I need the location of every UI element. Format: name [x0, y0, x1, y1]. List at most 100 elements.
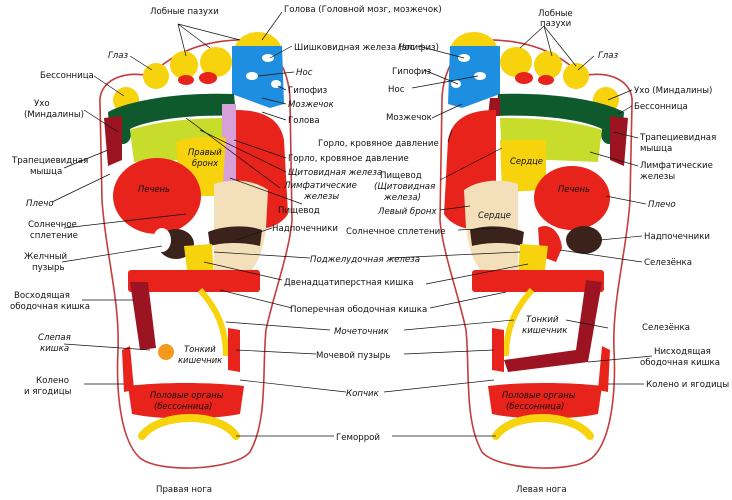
label-frontal-sinus-2b: пазухи — [540, 19, 571, 29]
label-esophagus-2c: железа) — [383, 193, 421, 203]
left-stomach-zone — [534, 166, 610, 230]
label-duodenum-1: Двенадцатиперстная кишка — [284, 278, 414, 288]
label-descending-2: Нисходящая — [654, 347, 711, 357]
left-ear-zone — [496, 93, 624, 140]
inner-heart: Сердце — [510, 156, 543, 166]
label-solar-2: Солнечное сплетение — [346, 227, 446, 237]
label-insomnia-1: Бессонница — [40, 71, 94, 81]
left-toe-4 — [563, 63, 589, 89]
label-pancreas-1: Поджелудочная железа — [310, 255, 420, 265]
left-knee-zone — [598, 346, 610, 392]
label-lymph-1: Лимфатические — [283, 181, 357, 191]
label-ascending-1: Восходящая — [14, 291, 70, 301]
label-descending-2b: ободочная кишка — [640, 358, 720, 368]
leader-lines — [51, 11, 653, 437]
label-cecum-1: Слепая — [38, 333, 71, 343]
right-ear-zone — [108, 93, 236, 140]
left-adrenal — [566, 226, 602, 254]
label-trapezius-2b: мышца — [640, 144, 672, 154]
label-nose-2: Нос — [388, 85, 405, 95]
label-left-leg: Левая нога — [516, 485, 567, 495]
right-nose-spot — [246, 72, 258, 80]
labels-right: Лобные пазухи Нос Глаз Гипофиз Нос Ухо (… — [318, 9, 729, 495]
label-transverse-1: Поперечная ободочная кишка — [290, 305, 427, 315]
label-throat-1: Горло, кровяное давление — [288, 154, 409, 164]
label-adrenals-2: Надпочечники — [644, 232, 710, 242]
label-lymph-2b: железы — [640, 172, 675, 182]
left-toe-eye-spot-2 — [538, 75, 554, 85]
label-frontal-sinus-2a: Лобные — [538, 9, 573, 19]
right-throat-strip — [222, 104, 236, 198]
right-solar-plexus — [208, 226, 262, 246]
label-right-leg: Правая нога — [156, 485, 212, 495]
label-shoulder-1: Плечо — [26, 199, 54, 209]
left-duodenum-zone — [518, 244, 548, 278]
inner-liver-right: Печень — [138, 184, 170, 194]
label-hemorrhoid: Геморрой — [336, 433, 380, 443]
label-ureter-1: Мочеточник — [334, 327, 390, 337]
inner-labels: Правый бронх Печень Сердце Печень Сердце… — [138, 147, 590, 411]
right-pineal-spot — [262, 54, 274, 62]
left-foot — [439, 32, 633, 469]
label-trapezius-2: Трапециевидная — [639, 133, 716, 143]
label-ear-1b: (Миндалины) — [24, 110, 84, 120]
label-knee-2: Колено и ягодицы — [646, 380, 729, 390]
inner-heart-2: Сердце — [478, 210, 511, 220]
label-ear-1: Ухо — [34, 99, 50, 109]
left-descending-colon — [504, 280, 602, 372]
left-hemorrhoid-zone — [492, 414, 594, 440]
left-toe-3 — [534, 51, 562, 79]
inner-genitals-left: Половые органы — [502, 390, 576, 400]
inner-right-bronchus-b: бронх — [192, 158, 219, 168]
label-throat-2: Горло, кровяное давление — [318, 139, 439, 149]
label-knee-1b: и ягодицы — [24, 387, 72, 397]
label-spleen-3: Селезёнка — [642, 323, 690, 333]
label-small-int-2b: кишечник — [522, 326, 568, 336]
label-small-int-2: Тонкий — [526, 315, 559, 325]
label-frontal-sinus-1: Лобные пазухи — [150, 7, 219, 17]
label-pineal-2: Нос — [398, 43, 415, 53]
inner-genitals-right: Половые органы — [150, 390, 224, 400]
right-transverse-colon — [128, 270, 260, 292]
left-nose-spot — [474, 72, 486, 80]
label-pituitary-2: Гипофиз — [392, 67, 432, 77]
right-toe-eye-spot-2 — [178, 75, 194, 85]
inner-right-bronchus: Правый — [188, 147, 222, 157]
label-cecum-1b: кишка — [40, 344, 69, 354]
label-pituitary-1: Гипофиз — [288, 86, 328, 96]
left-transverse-colon — [472, 270, 604, 292]
right-head-zone — [232, 46, 284, 108]
inner-genitals-right-b: (бессонница) — [154, 401, 212, 411]
label-coccyx: Копчик — [346, 389, 380, 399]
label-nose-1: Нос — [296, 68, 313, 78]
label-cerebellum-1: Мозжечок — [288, 100, 335, 110]
label-esophagus-2: Пищевод — [380, 171, 422, 181]
label-solar-1: Солнечное — [28, 220, 77, 230]
right-toe-eye-spot — [199, 72, 217, 84]
inner-small-int-right-b: кишечник — [178, 355, 222, 365]
right-trapezius-dark — [104, 116, 122, 166]
right-ureter — [197, 287, 229, 357]
left-toe-2 — [500, 47, 532, 77]
left-heart-zone — [500, 140, 546, 192]
right-gall-light — [153, 228, 171, 252]
label-ascending-1b: ободочная кишка — [10, 302, 90, 312]
inner-liver-left: Печень — [558, 184, 590, 194]
label-trapezius-1b: мышца — [30, 167, 62, 177]
label-knee-1: Колено — [36, 376, 69, 386]
label-bladder-1: Мочевой пузырь — [316, 351, 390, 361]
right-liver-zone — [113, 158, 201, 234]
label-pineal-1: Шишковидная железа (эпифиз) — [294, 43, 439, 53]
inner-small-int-right: Тонкий — [184, 344, 216, 354]
right-toe-4 — [143, 63, 169, 89]
label-head-1: Голова — [288, 116, 320, 126]
labels-left: Лобные пазухи Голова (Головной мозг, моз… — [10, 5, 442, 495]
right-hemorrhoid-zone — [138, 414, 240, 440]
label-gall-1b: пузырь — [32, 263, 65, 273]
right-toe-3 — [170, 51, 198, 79]
label-gall-1: Желчный — [24, 252, 67, 262]
label-esophagus-1: Пищевод — [278, 206, 320, 216]
label-cerebellum-2: Мозжечок — [386, 113, 432, 123]
inner-genitals-left-b: (бессонница) — [506, 401, 564, 411]
right-duodenum-zone — [184, 244, 214, 278]
